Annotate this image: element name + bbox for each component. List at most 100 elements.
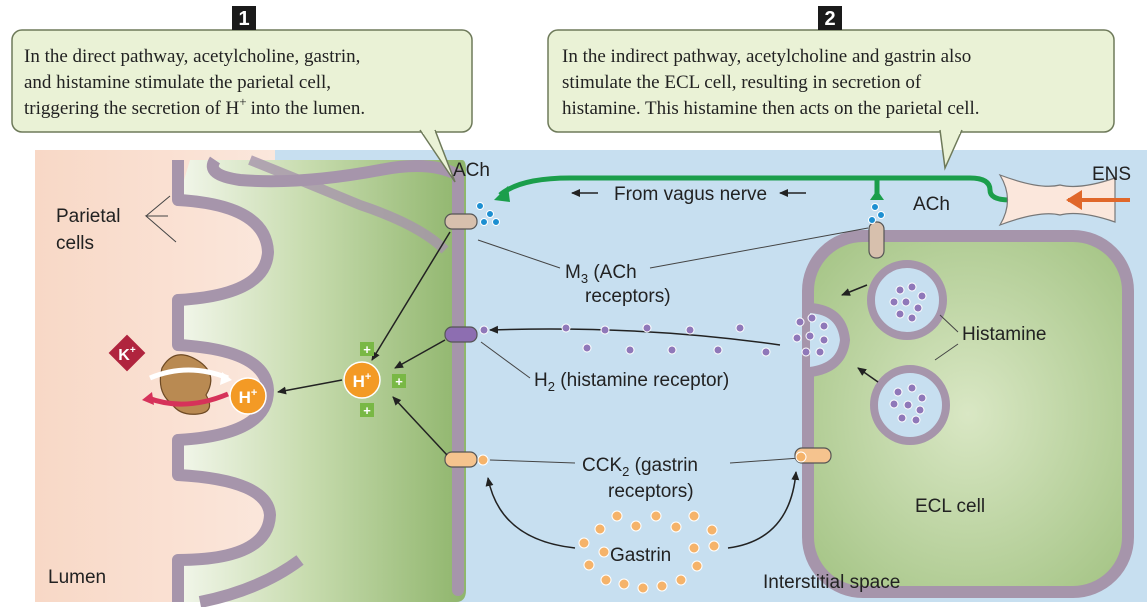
histamine-molecule <box>911 415 921 425</box>
h-secretion-arrow <box>277 379 343 395</box>
m3-receptor-ecl <box>868 221 885 259</box>
neighbor-cell-membrane <box>248 155 449 254</box>
histamine-molecule <box>807 313 817 323</box>
m3-label-line1: M3 (ACh <box>565 262 637 286</box>
histamine-molecule <box>917 393 927 403</box>
histamine-molecule <box>907 282 917 292</box>
gastrin-molecule <box>708 540 720 552</box>
parietal-label-leader-2 <box>145 195 171 217</box>
ach-label-top: ACh <box>453 160 490 181</box>
histamine-molecule <box>819 335 829 345</box>
callout-2-number: 2 <box>824 8 835 30</box>
ach-molecule <box>480 218 488 226</box>
callout-1-superscript: + <box>239 94 246 109</box>
gastrin-molecule <box>670 521 682 533</box>
gastrin-molecule <box>583 559 595 571</box>
h2-receptor <box>444 326 478 343</box>
callout-2: 2 In the indirect pathway, acetylcholine… <box>547 6 1115 171</box>
ach-label-right: ACh <box>913 194 950 215</box>
vagus-nerve-branch-terminal <box>870 190 884 200</box>
histamine-molecules <box>479 282 927 425</box>
histamine-molecule <box>889 399 899 409</box>
callout-1-line-2: and histamine stimulate the parietal cel… <box>24 72 331 93</box>
callout-2-line-1: In the indirect pathway, acetylcholine a… <box>562 46 971 67</box>
callout-1-line-3-b: into the lumen. <box>251 98 366 119</box>
gastrin-molecule <box>618 578 630 590</box>
histamine-molecule <box>625 345 635 355</box>
histamine-label-leader <box>934 314 959 361</box>
callout-1-line-3: triggering the secretion of H+into the l… <box>24 94 365 119</box>
gastrin-molecule <box>578 537 590 549</box>
ens-neuron <box>998 173 1116 227</box>
gastrin-molecule <box>795 451 807 463</box>
histamine-molecule <box>889 297 899 307</box>
cck2-label-line2: receptors) <box>608 481 694 502</box>
histamine-molecule <box>915 405 925 415</box>
histamine-molecule <box>895 309 905 319</box>
vesicle-exocytosis-arrow <box>841 284 868 296</box>
gastrin-molecule <box>630 520 642 532</box>
histamine-molecule <box>735 323 745 333</box>
stimulation-plus-sign: + <box>392 374 406 389</box>
parietal-lower-tubule <box>198 555 304 607</box>
histamine-molecule <box>815 347 825 357</box>
histamine-molecule <box>801 347 811 357</box>
m3-receptor <box>444 213 478 230</box>
gastrin-molecule <box>598 546 610 558</box>
h-ion-secreted: H+ <box>229 377 267 415</box>
histamine-molecule <box>479 325 489 335</box>
histamine-molecule <box>713 345 723 355</box>
histamine-molecule <box>897 413 907 423</box>
gastrin-label: Gastrin <box>610 545 671 566</box>
callout-1: 1 In the direct pathway, acetylcholine, … <box>11 6 473 183</box>
stimulation-plus-sign: + <box>360 403 374 418</box>
histamine-molecule <box>907 313 917 323</box>
histamine-molecule <box>642 323 652 333</box>
vagus-nerve-fiber <box>498 175 1058 203</box>
histamine-molecule <box>561 323 571 333</box>
gastrin-molecule <box>611 510 623 522</box>
ach-molecule <box>476 202 484 210</box>
histamine-molecule <box>903 400 913 410</box>
histamine-molecule <box>761 347 771 357</box>
histamine-molecule <box>901 297 911 307</box>
gastrin-molecule <box>656 580 668 592</box>
gastrin-molecule <box>594 523 606 535</box>
m3-label-line2: receptors) <box>585 286 671 307</box>
gastrin-molecule <box>675 574 687 586</box>
callout-2-line-3: histamine. This histamine then acts on t… <box>562 98 980 119</box>
k-ion-label: K+ <box>118 345 136 364</box>
gastrin-molecules <box>477 451 807 594</box>
histamine-molecule <box>667 345 677 355</box>
gastrin-molecule <box>691 560 703 572</box>
svg-text:+: + <box>363 403 371 418</box>
ecl-cell-label: ECL cell <box>915 496 985 517</box>
ens-label: ENS <box>1092 164 1131 185</box>
ach-molecule <box>492 218 500 226</box>
histamine-molecule <box>913 303 923 313</box>
ach-molecule <box>868 216 876 224</box>
callout-2-line-2: stimulate the ECL cell, resulting in sec… <box>562 72 922 93</box>
histamine-molecule <box>819 321 829 331</box>
m3-to-h-arrow <box>371 231 451 361</box>
cck2-to-h-arrow <box>392 396 448 456</box>
callout-1-line-1: In the direct pathway, acetylcholine, ga… <box>24 46 360 67</box>
histamine-molecule <box>893 387 903 397</box>
vesicle-movement-arrow <box>857 367 879 383</box>
h-ion-intracellular-label: H+ <box>353 371 372 391</box>
k-ion: K+ <box>108 334 146 372</box>
ach-molecule <box>877 211 885 219</box>
interstitial-space-label: Interstitial space <box>763 572 900 593</box>
ach-molecules <box>476 202 885 226</box>
svg-text:+: + <box>395 374 403 389</box>
lumen-label: Lumen <box>48 567 106 588</box>
histamine-molecule <box>795 317 805 327</box>
h2-to-h-arrow <box>394 339 446 369</box>
histamine-molecule <box>917 291 927 301</box>
parietal-cells-label-line2: cells <box>56 233 94 254</box>
callout-2-number-badge <box>818 6 842 30</box>
vagus-nerve-terminal <box>494 186 510 202</box>
gastrin-molecule <box>477 454 489 466</box>
histamine-diffusion-arrow <box>489 325 781 346</box>
ach-molecule <box>871 203 879 211</box>
